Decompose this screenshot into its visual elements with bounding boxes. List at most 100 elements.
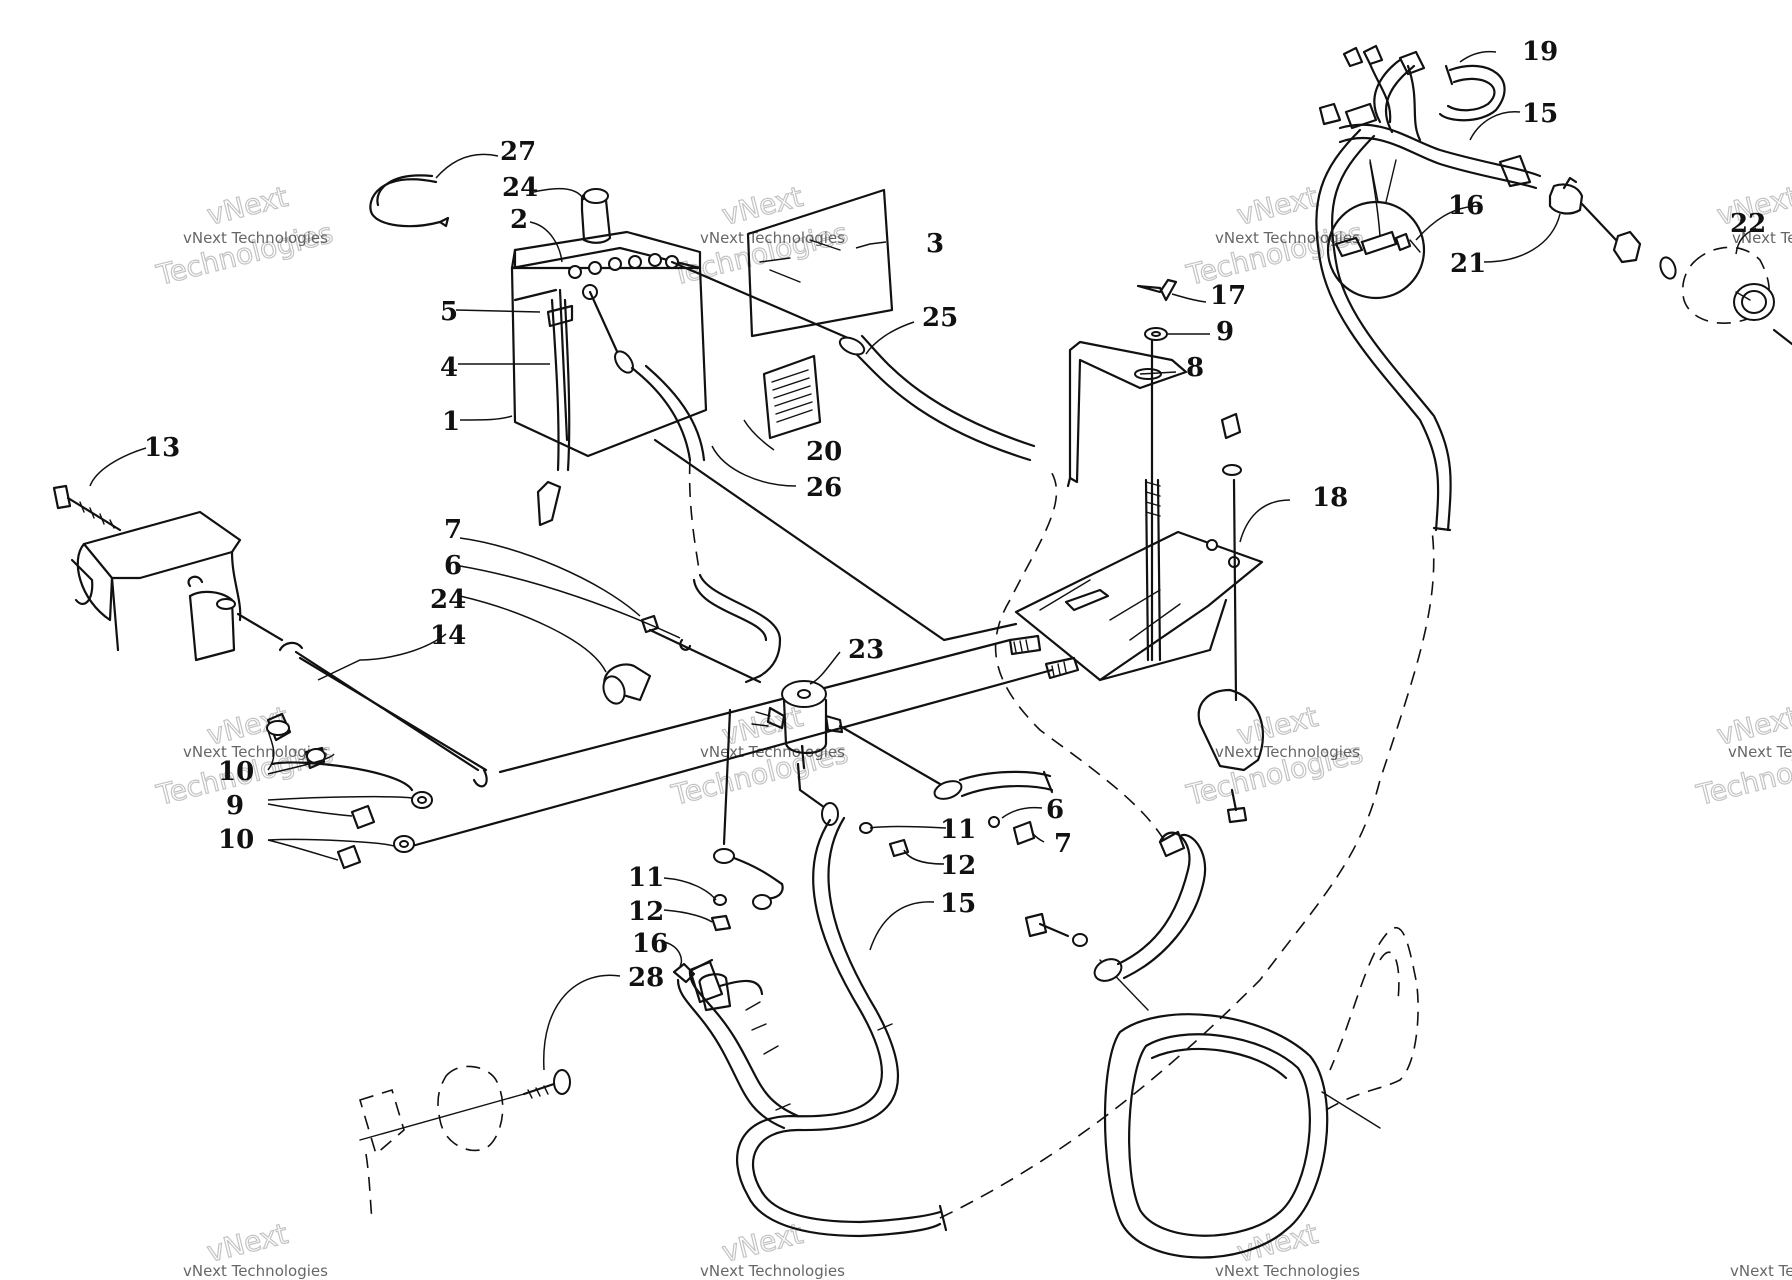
battery-tray bbox=[1014, 530, 1264, 682]
callout-10-bottom: 10 bbox=[218, 825, 254, 855]
callout-12-left: 12 bbox=[628, 897, 664, 927]
watermark-9: vNext vNext Technologies bbox=[183, 1216, 328, 1280]
wiring-harness-lower bbox=[676, 529, 1435, 1238]
tie-rod bbox=[278, 634, 1080, 848]
solenoid-cable-right bbox=[838, 724, 1054, 846]
watermark-11: vNext vNext Technologies bbox=[1215, 1216, 1360, 1280]
tray-rod bbox=[653, 438, 1018, 642]
solenoid-hardware bbox=[640, 614, 762, 684]
ignition-switch bbox=[1548, 176, 1792, 346]
callout-7-right: 7 bbox=[1054, 829, 1072, 859]
watermark-2-line2: Technologies bbox=[668, 216, 851, 292]
watermark-3-line1: vNext bbox=[1234, 180, 1321, 232]
watermark-2-line1: vNext bbox=[719, 180, 806, 232]
washer-top bbox=[1144, 327, 1168, 341]
watermark-6: vNext Technologies vNext Technologies bbox=[1182, 699, 1367, 812]
callout-11-right: 11 bbox=[940, 815, 976, 845]
watermark-7-text: vNext Technologies bbox=[1728, 743, 1792, 761]
watermark-3-text: vNext Technologies bbox=[1215, 229, 1360, 247]
callout-1: 1 bbox=[442, 407, 460, 437]
battery-strap bbox=[369, 174, 450, 228]
callout-23: 23 bbox=[848, 635, 884, 665]
wiring-harness-upper bbox=[1315, 44, 1542, 532]
callout-5: 5 bbox=[440, 297, 458, 327]
callout-12-right: 12 bbox=[940, 851, 976, 881]
callout-11-left: 11 bbox=[628, 863, 664, 893]
tray-stud bbox=[1144, 338, 1162, 662]
callout-4: 4 bbox=[440, 353, 458, 383]
callout-10-top: 10 bbox=[218, 757, 254, 787]
headlight-ring bbox=[1099, 926, 1419, 1259]
callout-labels: 27 24 2 3 5 4 1 25 20 26 17 9 8 18 13 7 … bbox=[144, 37, 1766, 993]
bracket-bolt bbox=[1197, 688, 1265, 824]
switch-mount-screw bbox=[359, 1069, 571, 1141]
mounting-bracket bbox=[70, 510, 242, 652]
switch-housing bbox=[359, 1065, 504, 1221]
callout-28: 28 bbox=[628, 963, 664, 993]
headlight-bolt bbox=[994, 469, 1207, 982]
watermark-6-text: vNext Technologies bbox=[1215, 743, 1360, 761]
wire-clamp bbox=[1438, 64, 1506, 122]
watermark-10: vNext vNext Technologies bbox=[700, 1216, 845, 1280]
watermark-2-text: vNext Technologies bbox=[700, 229, 845, 247]
callout-22: 22 bbox=[1730, 209, 1766, 239]
watermark-1-text: vNext Technologies bbox=[183, 229, 328, 247]
wing-nut bbox=[1136, 278, 1178, 302]
mount-bolt bbox=[52, 484, 122, 532]
battery-bracket bbox=[1066, 340, 1188, 488]
watermark-4-text: vNext Technologies bbox=[183, 743, 328, 761]
callout-6-right: 6 bbox=[1046, 795, 1064, 825]
watermark-1: vNext Technologies vNext Technologies bbox=[152, 179, 337, 292]
callout-9-left: 9 bbox=[226, 791, 244, 821]
callout-8: 8 bbox=[1186, 353, 1204, 383]
callout-16-bottom: 16 bbox=[632, 929, 668, 959]
callout-25: 25 bbox=[922, 303, 958, 333]
callout-16-top: 16 bbox=[1448, 191, 1484, 221]
nut-washer-left-set bbox=[266, 712, 433, 870]
callout-6-left: 6 bbox=[444, 551, 462, 581]
watermark-1-line1: vNext bbox=[204, 180, 291, 232]
lock-nut-right bbox=[1220, 412, 1242, 702]
leader-lines bbox=[89, 50, 1757, 1071]
battery bbox=[510, 230, 708, 458]
watermarks: vNext Technologies vNext Technologies vN… bbox=[152, 179, 1792, 1280]
callout-24-mid: 24 bbox=[430, 585, 466, 615]
insulator-sheet bbox=[746, 188, 894, 338]
callout-27: 27 bbox=[500, 137, 536, 167]
callout-19: 19 bbox=[1522, 37, 1558, 67]
watermark-9-text: vNext Technologies bbox=[183, 1262, 328, 1280]
callout-21: 21 bbox=[1450, 249, 1486, 279]
callout-15-top: 15 bbox=[1522, 99, 1558, 129]
callout-9-top: 9 bbox=[1216, 317, 1234, 347]
callout-15-bottom: 15 bbox=[940, 889, 976, 919]
battery-cable-positive bbox=[670, 260, 1036, 462]
solenoid bbox=[751, 680, 844, 770]
watermark-5: vNext Technologies vNext Technologies bbox=[667, 699, 852, 812]
callout-18: 18 bbox=[1312, 483, 1348, 513]
spacer-bracket bbox=[187, 575, 284, 662]
battery-cable-negative bbox=[588, 290, 782, 684]
ground-wire bbox=[710, 708, 910, 932]
terminal-boot-top bbox=[580, 188, 612, 244]
watermark-11-text: vNext Technologies bbox=[1215, 1262, 1360, 1280]
callout-7-left: 7 bbox=[444, 515, 462, 545]
callout-17: 17 bbox=[1210, 281, 1246, 311]
watermark-7: vNext Technologies vNext Technologies bbox=[1692, 699, 1792, 812]
watermark-10-text: vNext Technologies bbox=[700, 1262, 845, 1280]
watermark-2: vNext Technologies vNext Technologies bbox=[667, 179, 852, 292]
callout-24-top: 24 bbox=[502, 173, 538, 203]
watermark-4: vNext Technologies vNext Technologies bbox=[152, 699, 337, 812]
watermark-1-line2: Technologies bbox=[153, 216, 336, 292]
watermark-12-text: vNext Technologies bbox=[1730, 1262, 1792, 1280]
vent-tube bbox=[536, 298, 574, 527]
fuse-bottom bbox=[672, 962, 696, 984]
callout-14: 14 bbox=[430, 621, 466, 651]
callout-20: 20 bbox=[806, 437, 842, 467]
callout-13: 13 bbox=[144, 433, 180, 463]
callout-2: 2 bbox=[510, 205, 528, 235]
watermark-12: vNext Technologies bbox=[1730, 1262, 1792, 1280]
terminal-boot-mid bbox=[602, 663, 652, 705]
decal bbox=[762, 354, 822, 440]
